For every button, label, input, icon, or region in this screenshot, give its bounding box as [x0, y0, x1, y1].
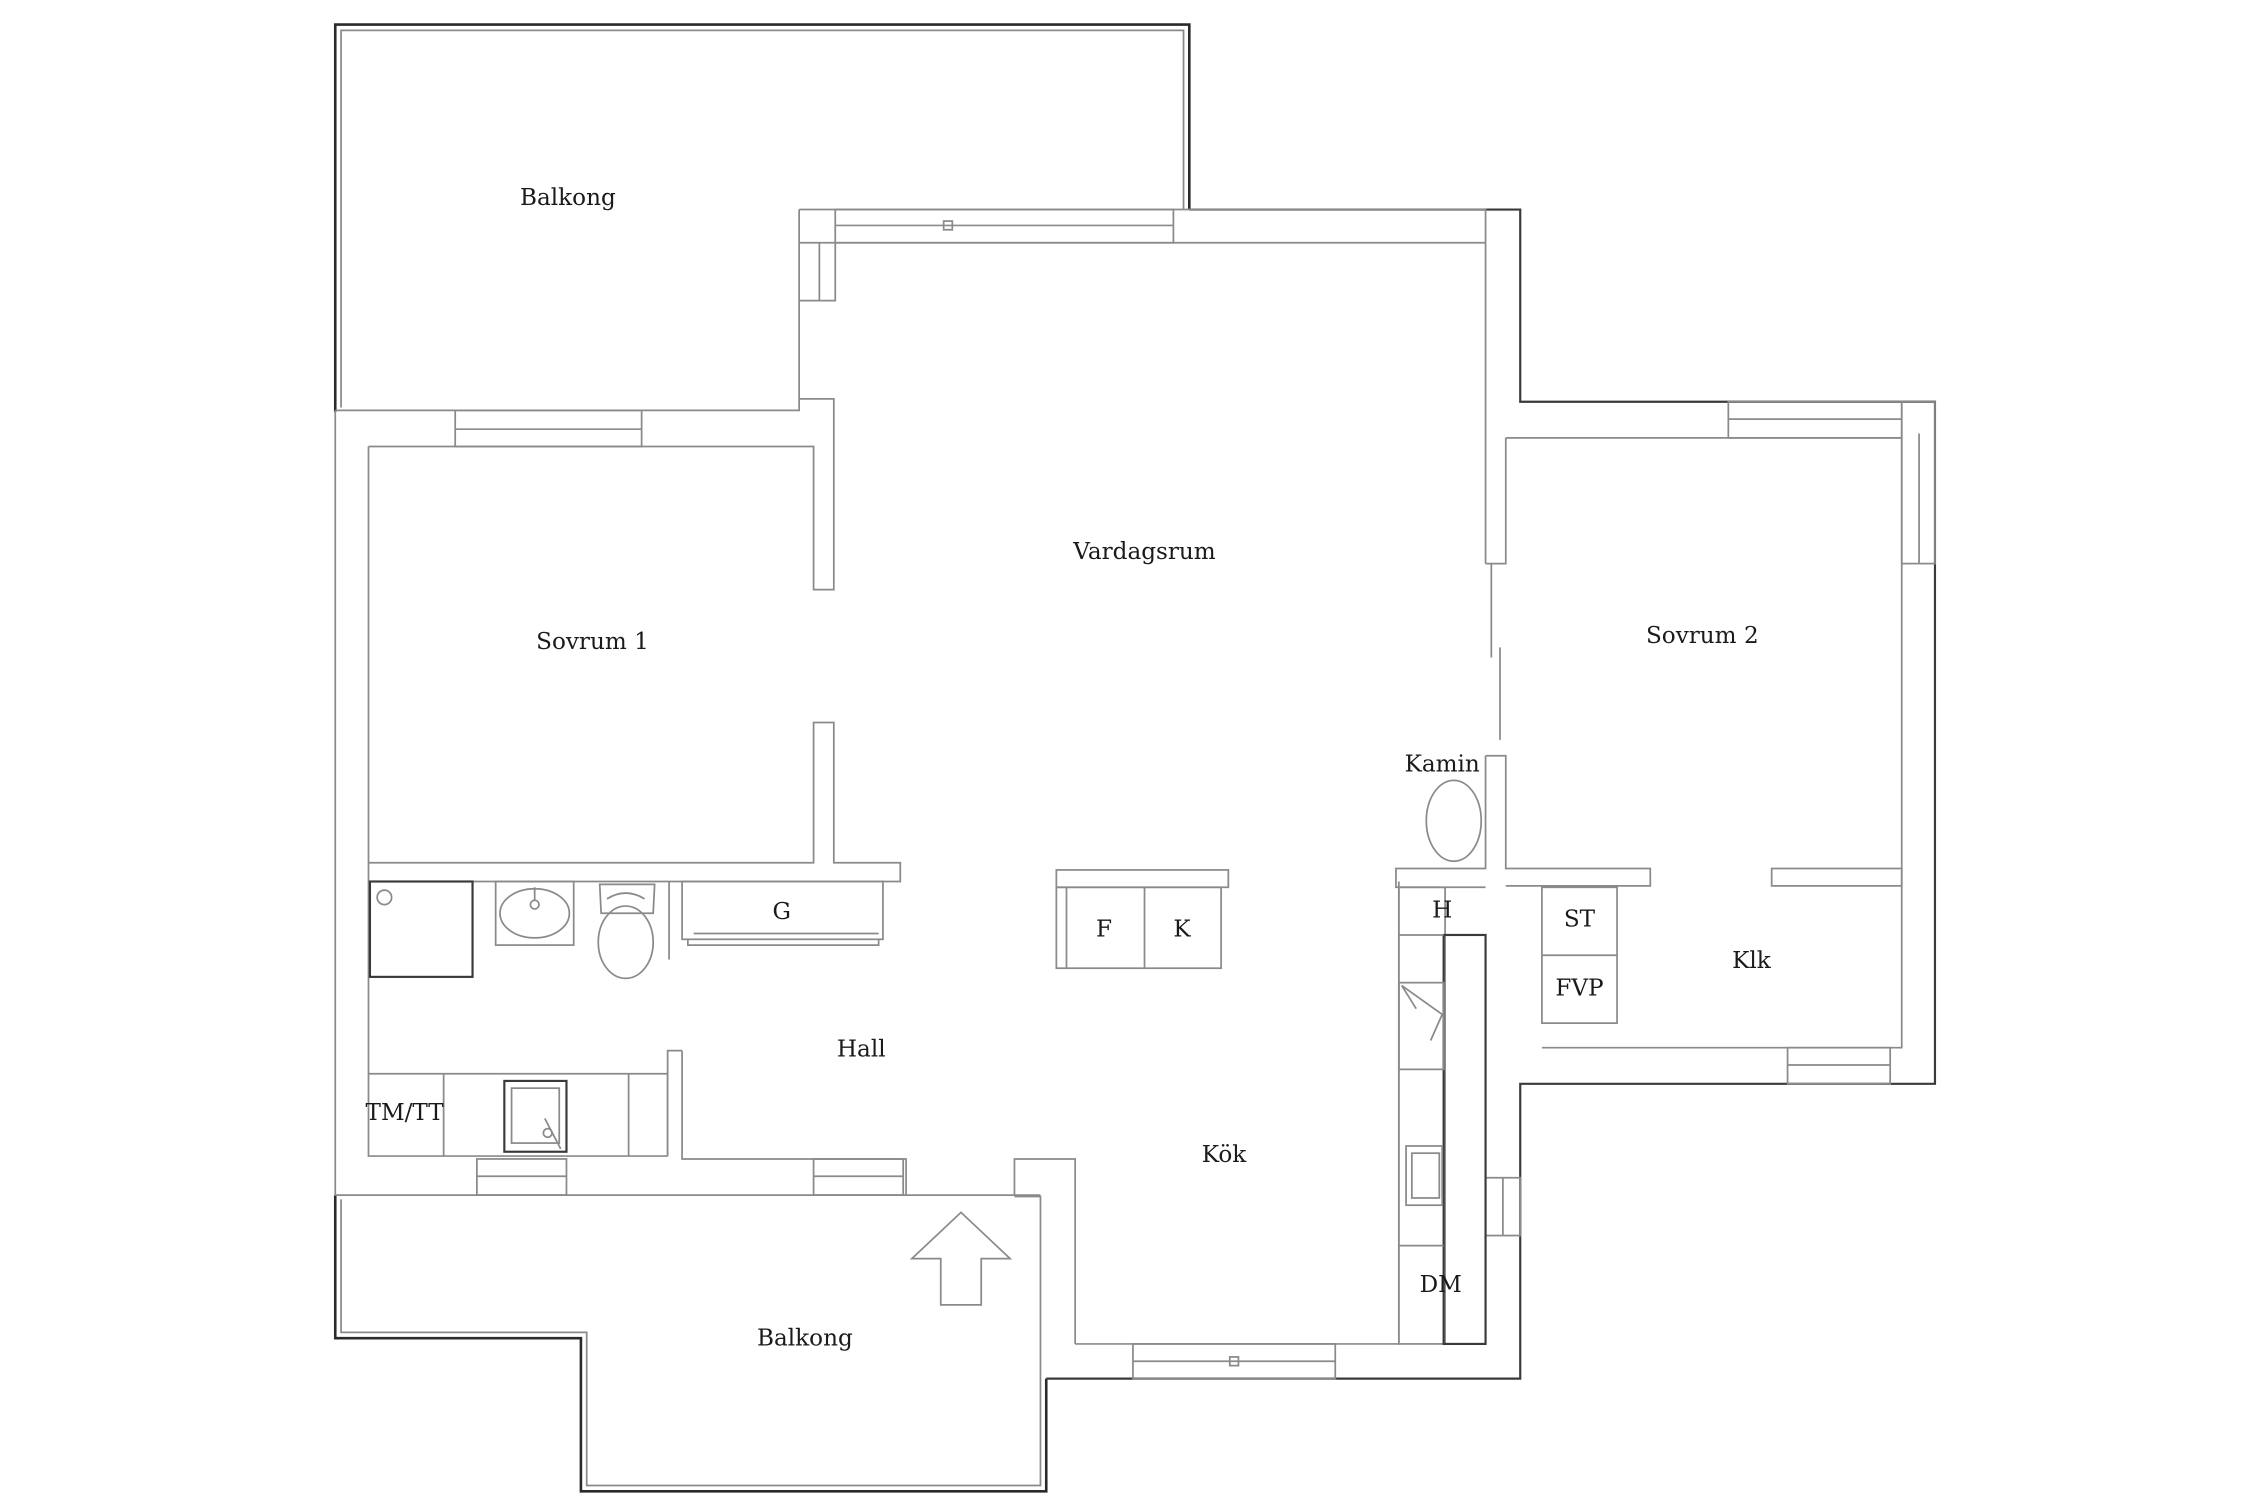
shower — [368, 880, 474, 978]
fridge-freezer — [1055, 869, 1230, 970]
label-sovrum-1: Sovrum 1 — [536, 629, 649, 655]
laundry-area — [442, 1073, 630, 1157]
label-fvp: FVP — [1555, 976, 1603, 1002]
label-balkong-top: Balkong — [520, 185, 616, 211]
balcony-bottom — [333, 1195, 1048, 1493]
utility-sink — [503, 1079, 568, 1153]
label-st: ST — [1564, 906, 1596, 932]
label-kyl: K — [1173, 916, 1191, 942]
windows — [454, 208, 1936, 1380]
label-frys: F — [1096, 916, 1112, 942]
label-hall-cabinet: H — [1432, 898, 1452, 924]
bathroom-fixtures — [368, 880, 670, 980]
stove — [1397, 981, 1445, 1071]
label-kok: Kök — [1202, 1142, 1248, 1168]
toilet — [597, 883, 656, 980]
technical-cabinets — [1541, 886, 1618, 1024]
outer-walls — [334, 208, 1937, 1380]
kitchen-sink — [1405, 1145, 1444, 1207]
label-dm: DM — [1420, 1272, 1462, 1298]
label-tm-tt: TM/TT — [366, 1100, 445, 1126]
entrance-arrow-icon — [909, 1211, 1013, 1306]
label-sovrum-2: Sovrum 2 — [1646, 623, 1759, 649]
label-balkong-bottom: Balkong — [757, 1325, 853, 1351]
interior-walls — [368, 397, 1903, 1196]
label-vardagsrum: Vardagsrum — [1072, 539, 1216, 565]
label-klk: Klk — [1732, 948, 1772, 974]
balcony-top — [333, 23, 1191, 412]
kitchen-counter — [1397, 886, 1487, 1346]
kitchen-island — [1442, 933, 1487, 1346]
fireplace — [1425, 779, 1483, 863]
washbasin — [494, 880, 575, 946]
wardrobe — [681, 880, 884, 946]
label-hall: Hall — [837, 1036, 886, 1062]
label-kamin: Kamin — [1405, 752, 1480, 778]
label-garderob: G — [773, 899, 791, 925]
